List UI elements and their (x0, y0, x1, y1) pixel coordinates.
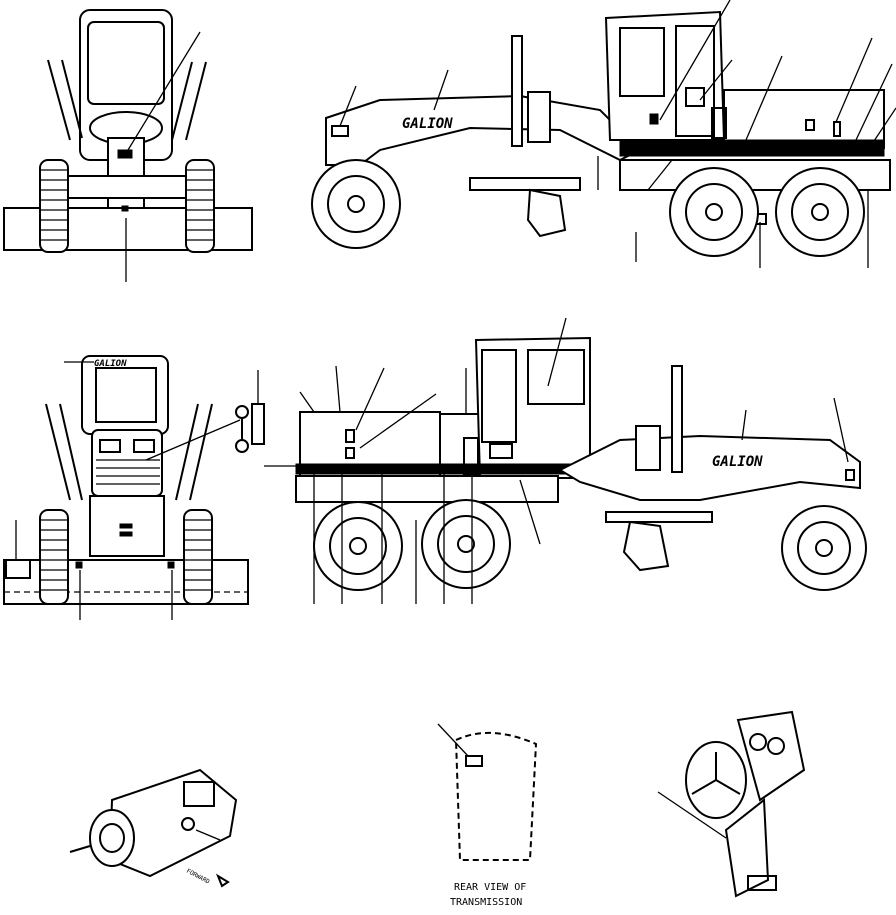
lift-cylinder (511, 35, 523, 147)
main-frame (557, 434, 861, 501)
rear-wheel-front (421, 499, 511, 589)
tandem-housing (295, 475, 559, 503)
front-right-tire (185, 159, 215, 253)
callout-lines (264, 317, 849, 604)
cab-brand-text: GALION (94, 359, 127, 369)
main-frame (325, 94, 642, 166)
callout-line (657, 791, 727, 839)
left-side-view-grader: GALION (264, 317, 867, 604)
transmission-caption-line2: TRANSMISSION (450, 897, 522, 908)
transmission-decal (465, 755, 483, 767)
front-wheel (311, 159, 401, 249)
frame-stripe (295, 463, 573, 475)
front-left-tire (39, 159, 69, 253)
front-view-grader (3, 9, 253, 282)
callout-line (437, 723, 469, 757)
cab-rear-window (95, 367, 157, 423)
boom-brand-text: GALION (402, 116, 453, 132)
lift-arms (47, 59, 207, 141)
right-side-view-grader: GALION (311, 0, 896, 268)
steering-column (724, 798, 770, 898)
rear-wheel-rear (775, 167, 865, 257)
front-decal (117, 149, 133, 159)
front-axle (59, 175, 197, 199)
ground-strip (3, 559, 249, 605)
cab-decal (685, 87, 705, 107)
inset-decal (251, 403, 265, 445)
transmission-outline (454, 731, 538, 861)
cab-decal (489, 443, 513, 459)
rear-housing (89, 495, 165, 557)
callout-lines (339, 0, 896, 268)
hood-decal (833, 121, 841, 137)
moldboard-circle (605, 511, 713, 523)
forward-arrow-icon (215, 873, 230, 888)
transmission-caption-line1: REAR VIEW OF (454, 882, 526, 893)
rear-wheel-rear (313, 501, 403, 591)
moldboard-circle (469, 177, 581, 191)
transmission-rear-view: REAR VIEW OF TRANSMISSION (437, 723, 538, 908)
motor-assembly-view: FORWARD (69, 768, 238, 888)
blade (622, 520, 670, 572)
cab-windshield (87, 21, 165, 105)
engine-hood (723, 89, 885, 149)
rear-view-grader: GALION (3, 355, 265, 620)
callout-line (127, 31, 201, 151)
callout-lines (15, 361, 241, 620)
blade (526, 188, 567, 238)
forward-arrow-label: FORWARD (185, 868, 211, 886)
callout-line (195, 829, 221, 841)
rear-wheel-front (669, 167, 759, 257)
frame-stripe (619, 139, 885, 157)
lift-cylinder (671, 365, 683, 473)
boom-brand-text: GALION (712, 454, 763, 470)
boom-decal (331, 125, 349, 137)
front-small-decal (121, 205, 129, 212)
steering-column-view (657, 710, 806, 898)
front-wheel (781, 505, 867, 591)
rear-decal-left (5, 559, 31, 579)
instrument-console (736, 710, 806, 802)
